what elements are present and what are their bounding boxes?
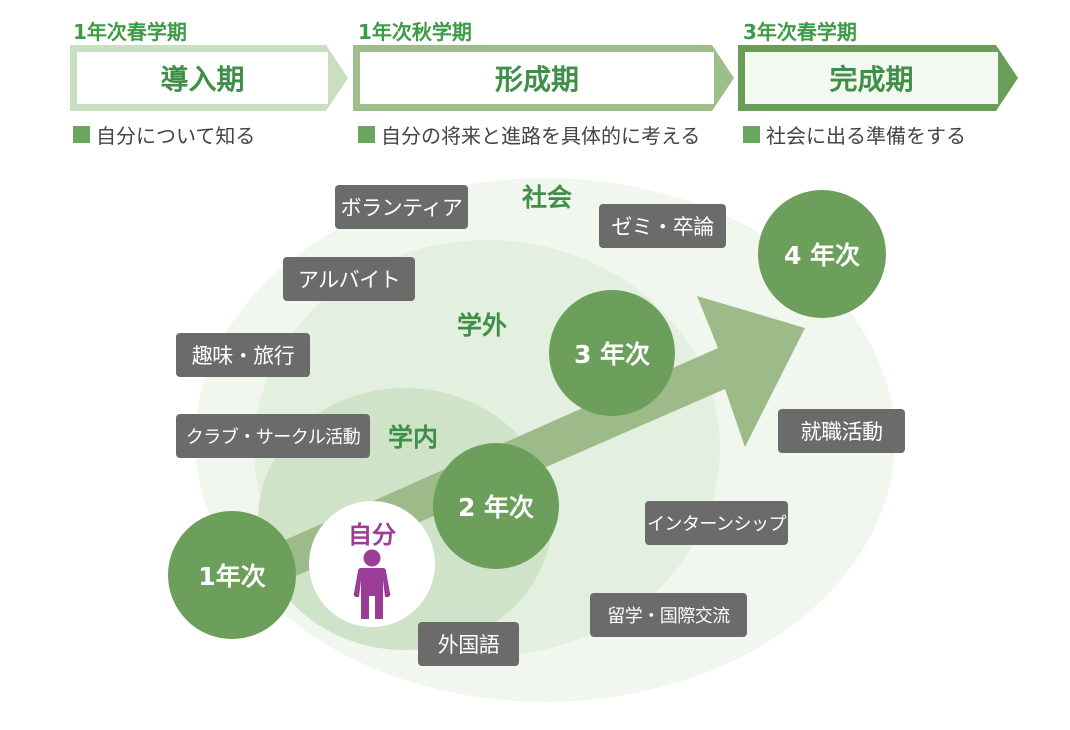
- self-label: 自分: [348, 521, 396, 549]
- activity-tag-jobhunt: 就職活動: [778, 409, 905, 453]
- activity-tag-club: クラブ・サークル活動: [176, 414, 370, 458]
- bullet-square-icon: [73, 126, 90, 143]
- activity-tag-hobby: 趣味・旅行: [176, 333, 310, 377]
- person-icon: [353, 549, 391, 619]
- phase-3-chevron: 完成期: [738, 45, 1018, 111]
- year-circle-1: 1年次: [168, 511, 296, 639]
- phase-1-goal-text: 自分について知る: [96, 124, 256, 148]
- bullet-square-icon: [743, 126, 760, 143]
- phase-3-term: 3年次春学期: [743, 20, 857, 44]
- phase-3-goal: 社会に出る準備をする: [743, 120, 966, 149]
- activity-tag-volunteer: ボランティア: [335, 185, 468, 229]
- zone-label-society: 社会: [522, 183, 573, 212]
- phase-2-chevron: 形成期: [353, 45, 734, 111]
- zone-label-outside: 学外: [457, 311, 508, 340]
- phase-1-name: 導入期: [77, 52, 328, 104]
- bullet-square-icon: [358, 126, 375, 143]
- year-circle-3: 3 年次: [549, 290, 675, 416]
- activity-tag-seminar: ゼミ・卒論: [599, 204, 726, 248]
- phase-2-name: 形成期: [360, 52, 714, 104]
- year-circle-2: 2 年次: [433, 443, 559, 569]
- year-circle-4: 4 年次: [758, 190, 886, 318]
- phase-3-goal-text: 社会に出る準備をする: [766, 124, 966, 148]
- activity-tag-language: 外国語: [418, 622, 519, 666]
- phase-1-goal: 自分について知る: [73, 120, 255, 149]
- activity-tag-internship: インターンシップ: [645, 501, 788, 545]
- activity-tag-parttime: アルバイト: [283, 257, 415, 301]
- self-circle: 自分: [309, 501, 435, 627]
- phase-2-goal-text: 自分の将来と進路を具体的に考える: [381, 124, 701, 148]
- activity-tag-study-abroad: 留学・国際交流: [590, 593, 747, 637]
- phase-1-chevron: 導入期: [70, 45, 348, 111]
- phase-2-term: 1年次秋学期: [358, 20, 472, 44]
- phase-3-name: 完成期: [745, 52, 998, 104]
- phase-1-term: 1年次春学期: [73, 20, 187, 44]
- zone-label-inside: 学内: [388, 423, 439, 452]
- phase-2-goal: 自分の将来と進路を具体的に考える: [358, 120, 700, 149]
